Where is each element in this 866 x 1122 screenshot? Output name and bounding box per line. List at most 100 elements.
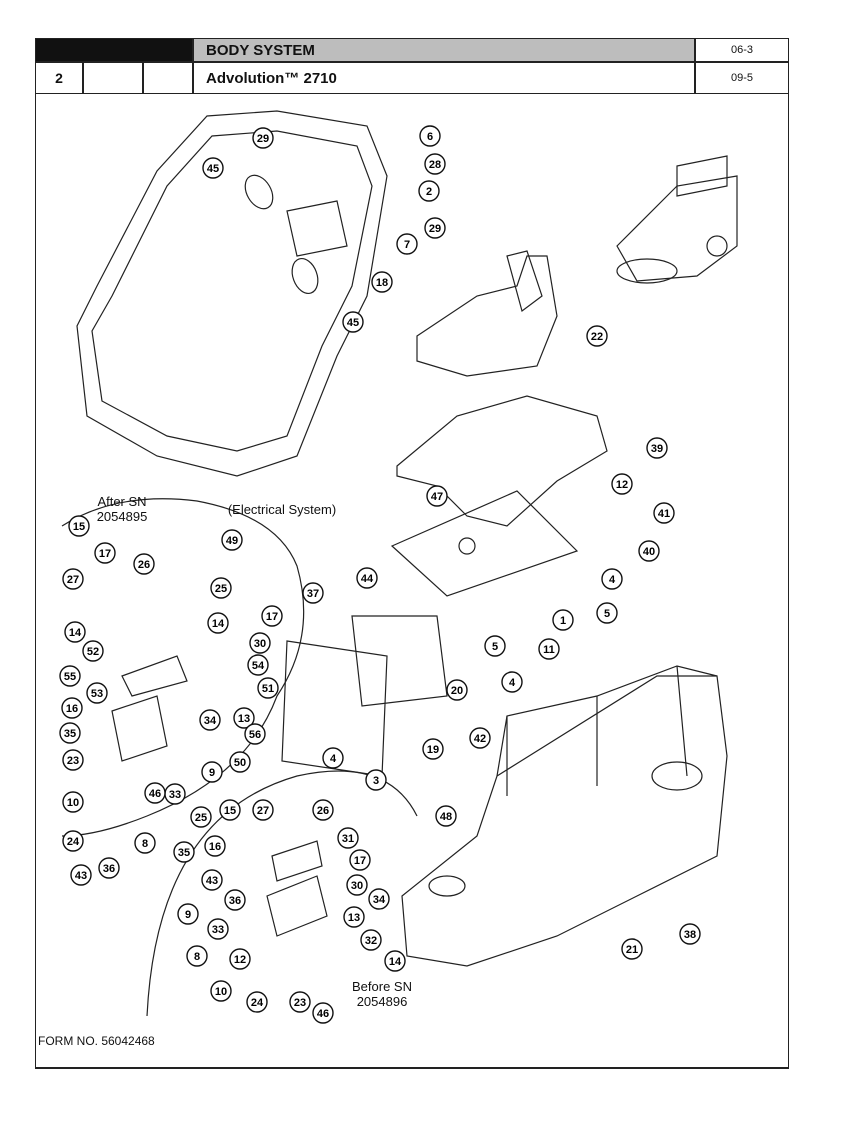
- callout-38: 38: [679, 923, 701, 945]
- callout-40: 40: [638, 540, 660, 562]
- callout-47: 47: [426, 485, 448, 507]
- callout-17: 17: [349, 849, 371, 871]
- callout-32: 32: [360, 929, 382, 951]
- svg-text:38: 38: [684, 929, 696, 941]
- callout-43: 43: [201, 869, 223, 891]
- callout-39: 39: [646, 437, 668, 459]
- callout-29: 29: [424, 217, 446, 239]
- callout-2: 2: [418, 180, 440, 202]
- callout-27: 27: [62, 568, 84, 590]
- callout-9: 9: [177, 903, 199, 925]
- svg-text:39: 39: [651, 443, 663, 455]
- svg-text:25: 25: [215, 583, 227, 595]
- footer-rule: [35, 1068, 789, 1069]
- svg-text:16: 16: [66, 703, 78, 715]
- callout-20: 20: [446, 679, 468, 701]
- svg-text:1: 1: [560, 615, 566, 627]
- svg-text:14: 14: [389, 956, 402, 968]
- callout-54: 54: [247, 654, 269, 676]
- callout-13: 13: [233, 707, 255, 729]
- callout-15: 15: [219, 799, 241, 821]
- callout-5: 5: [596, 602, 618, 624]
- svg-text:41: 41: [658, 508, 670, 520]
- svg-text:43: 43: [206, 875, 218, 887]
- svg-text:12: 12: [616, 479, 628, 491]
- callout-24: 24: [246, 991, 268, 1013]
- svg-text:26: 26: [138, 559, 150, 571]
- callout-12: 12: [611, 473, 633, 495]
- callout-30: 30: [346, 874, 368, 896]
- svg-text:5: 5: [492, 641, 498, 653]
- callout-22: 22: [586, 325, 608, 347]
- callout-5: 5: [484, 635, 506, 657]
- callout-56: 56: [244, 723, 266, 745]
- header-blank-cell: [143, 62, 193, 94]
- callout-28: 28: [424, 153, 446, 175]
- svg-text:14: 14: [212, 618, 225, 630]
- callout-21: 21: [621, 938, 643, 960]
- callout-33: 33: [164, 783, 186, 805]
- svg-text:29: 29: [257, 133, 269, 145]
- callout-23: 23: [62, 749, 84, 771]
- svg-text:10: 10: [67, 797, 79, 809]
- callout-44: 44: [356, 567, 378, 589]
- callout-13: 13: [343, 906, 365, 928]
- svg-text:52: 52: [87, 646, 99, 658]
- callout-34: 34: [368, 888, 390, 910]
- svg-text:36: 36: [103, 863, 115, 875]
- svg-text:50: 50: [234, 757, 246, 769]
- revision-b: 09-5: [695, 62, 789, 94]
- svg-text:30: 30: [351, 880, 363, 892]
- svg-text:8: 8: [194, 951, 200, 963]
- callout-16: 16: [61, 697, 83, 719]
- callout-31: 31: [337, 827, 359, 849]
- svg-text:40: 40: [643, 546, 655, 558]
- svg-text:5: 5: [604, 608, 610, 620]
- section-number: 2: [35, 62, 83, 94]
- electrical-system-label: (Electrical System): [228, 502, 336, 517]
- callout-7: 7: [396, 233, 418, 255]
- svg-text:28: 28: [429, 159, 441, 171]
- svg-text:35: 35: [64, 728, 76, 740]
- svg-text:46: 46: [149, 788, 161, 800]
- svg-text:54: 54: [252, 660, 265, 672]
- callout-19: 19: [422, 738, 444, 760]
- svg-text:10: 10: [215, 986, 227, 998]
- svg-text:51: 51: [262, 683, 274, 695]
- svg-text:17: 17: [354, 855, 366, 867]
- callout-1: 1: [552, 609, 574, 631]
- callout-34: 34: [199, 709, 221, 731]
- svg-text:13: 13: [348, 912, 360, 924]
- svg-text:45: 45: [347, 317, 359, 329]
- callout-10: 10: [210, 980, 232, 1002]
- svg-text:13: 13: [238, 713, 250, 725]
- form-number: FORM NO. 56042468: [38, 1034, 155, 1048]
- callout-42: 42: [469, 727, 491, 749]
- callout-24: 24: [62, 830, 84, 852]
- callout-14: 14: [64, 621, 86, 643]
- callout-26: 26: [312, 799, 334, 821]
- callout-9: 9: [201, 761, 223, 783]
- svg-text:7: 7: [404, 239, 410, 251]
- svg-text:49: 49: [226, 535, 238, 547]
- parts-diagram: After SN 2054895 (Electrical System) Bef…: [59, 110, 738, 1024]
- header-black-bar: [35, 38, 193, 62]
- svg-text:45: 45: [207, 163, 219, 175]
- svg-text:12: 12: [234, 954, 246, 966]
- svg-text:8: 8: [142, 838, 148, 850]
- callout-41: 41: [653, 502, 675, 524]
- callout-53: 53: [86, 682, 108, 704]
- callout-48: 48: [435, 805, 457, 827]
- callout-16: 16: [204, 835, 226, 857]
- callout-10: 10: [62, 791, 84, 813]
- callout-29: 29: [252, 127, 274, 149]
- svg-text:15: 15: [73, 521, 85, 533]
- callout-6: 6: [419, 125, 441, 147]
- callout-45: 45: [202, 157, 224, 179]
- svg-text:42: 42: [474, 733, 486, 745]
- callout-50: 50: [229, 751, 251, 773]
- svg-text:44: 44: [361, 573, 374, 585]
- callout-18: 18: [371, 271, 393, 293]
- callout-36: 36: [224, 889, 246, 911]
